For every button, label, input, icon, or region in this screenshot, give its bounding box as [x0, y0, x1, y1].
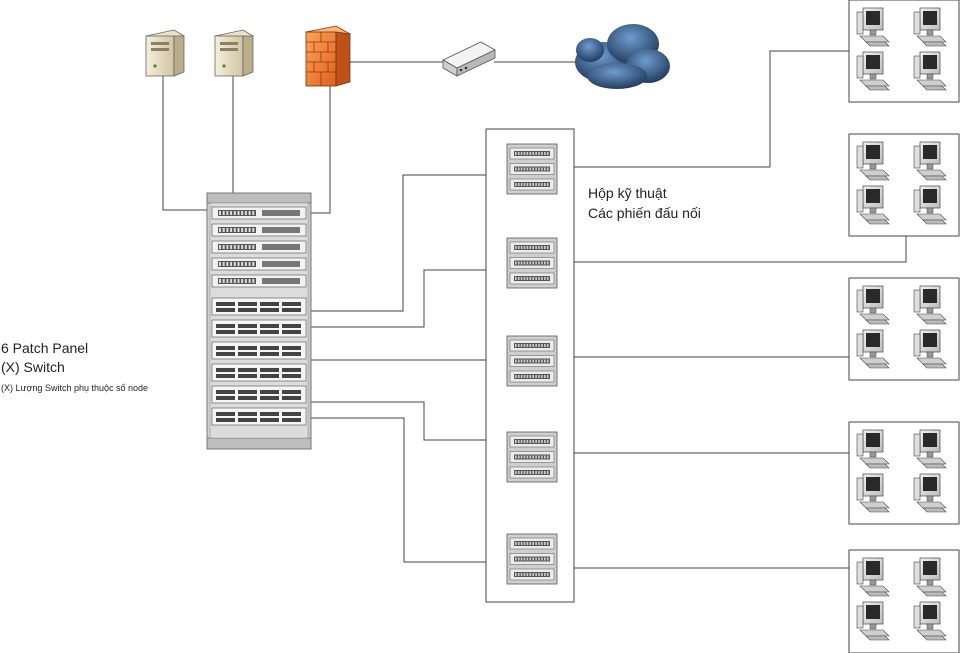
desktop-computer-icon	[856, 285, 890, 325]
firewall-brick-icon	[304, 25, 352, 87]
rack-patch-panel	[211, 407, 307, 426]
wire-server1-rack	[162, 72, 214, 211]
rack-label: 6 Patch Panel	[1, 340, 88, 356]
rack-note: (X) Lượng Switch phụ thuộc số node	[1, 383, 148, 393]
desktop-computer-icon	[913, 285, 947, 325]
desktop-computer-icon	[913, 429, 947, 469]
desktop-computer-icon	[913, 7, 947, 47]
desktop-computer-icon	[913, 141, 947, 181]
workstation-group	[848, 549, 960, 653]
desktop-computer-icon	[856, 429, 890, 469]
patch-panel-icon	[506, 431, 558, 483]
rack-switch	[211, 206, 307, 220]
wire-rack-panelgroup2	[310, 269, 509, 328]
rack-patch-panel	[211, 319, 307, 338]
desktop-computer-icon	[856, 141, 890, 181]
desktop-computer-icon	[856, 473, 890, 513]
wire-firewall-rack	[304, 84, 331, 214]
network-rack-icon	[206, 192, 312, 450]
router-box-icon	[442, 41, 496, 77]
desktop-computer-icon	[913, 473, 947, 513]
desktop-computer-icon	[856, 185, 890, 225]
patch-panel-icon	[506, 533, 558, 585]
desktop-computer-icon	[856, 329, 890, 369]
rack-patch-panel	[211, 363, 307, 382]
workstation-group	[848, 133, 960, 237]
rack-patch-panel	[211, 297, 307, 316]
rack-patch-panel	[211, 385, 307, 404]
wires	[162, 50, 907, 569]
desktop-computer-icon	[856, 51, 890, 91]
wire-panelgroup1-ws1	[557, 50, 849, 168]
wire-rack-panelgroup1	[310, 174, 509, 312]
closet-sublabel: Các phiến đấu nối	[588, 205, 701, 221]
internet-cloud-icon	[575, 24, 670, 89]
workstation-group	[848, 421, 960, 525]
rack-sublabel: (X) Switch	[1, 359, 65, 375]
rack-switch	[211, 240, 307, 254]
workstation-group	[848, 277, 960, 381]
desktop-computer-icon	[913, 557, 947, 597]
wire-rack-panelgroup5	[310, 417, 509, 563]
closet-label: Hộp kỹ thuật	[588, 185, 667, 201]
desktop-computer-icon	[856, 601, 890, 641]
rack-patch-panel	[211, 341, 307, 360]
desktop-computer-icon	[856, 557, 890, 597]
desktop-computer-icon	[913, 601, 947, 641]
wire-rack-panelgroup4	[310, 401, 509, 441]
wire-panelgroup2-ws2	[557, 236, 907, 263]
rack-switch	[211, 274, 307, 288]
patch-panel-icon	[506, 335, 558, 387]
rack-switch	[211, 257, 307, 271]
patch-panel-icon	[506, 237, 558, 289]
desktop-computer-icon	[913, 51, 947, 91]
workstation-group	[848, 0, 960, 103]
desktop-computer-icon	[913, 329, 947, 369]
server-tower-icon	[144, 29, 186, 77]
rack-switch	[211, 223, 307, 237]
patch-panel-icon	[506, 143, 558, 195]
desktop-computer-icon	[913, 185, 947, 225]
server-tower-icon	[213, 29, 255, 77]
desktop-computer-icon	[856, 7, 890, 47]
